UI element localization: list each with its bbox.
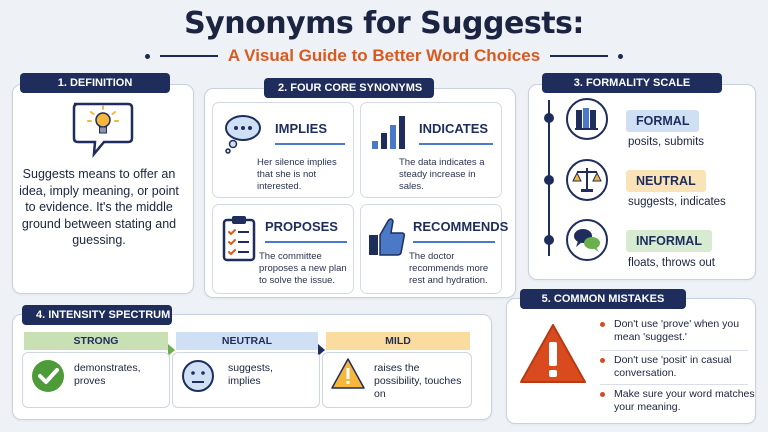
synonym-example: The doctor recommends more rest and hydr… (409, 251, 489, 286)
synonym-word: INDICATES (419, 121, 489, 136)
synonym-example: The data indicates a steady increase in … (399, 157, 485, 192)
mistake-item: Don't use 'posit' in casual conversation… (614, 354, 732, 379)
books-icon (566, 98, 608, 140)
scales-icon (566, 159, 608, 201)
neutral-face-icon (180, 358, 216, 394)
mistake-item: Make sure your word matches your meaning… (614, 388, 755, 413)
intensity-words: demonstrates, proves (74, 362, 141, 387)
synonym-card-implies: IMPLIES Her silence implies that she is … (212, 102, 354, 198)
divider-rule (159, 55, 218, 57)
chat-bubbles-icon (566, 219, 608, 261)
divider-dot (618, 53, 624, 59)
intensity-words: suggests, implies (228, 362, 273, 387)
divider-rule (550, 55, 609, 57)
mistake-bullet (600, 358, 605, 363)
synonym-card-indicates: INDICATES The data indicates a steady in… (360, 102, 502, 198)
formality-tag: 3. FORMALITY SCALE (542, 73, 722, 93)
bar-chart-icon (369, 113, 409, 153)
formality-words: suggests, indicates (628, 196, 726, 208)
mistakes-tag: 5. COMMON MISTAKES (520, 289, 686, 309)
word-underline (413, 241, 495, 243)
intensity-words: raises the possibility, touches on (374, 362, 462, 400)
clipboard-checklist-icon (221, 215, 257, 263)
synonym-word: RECOMMENDS (413, 219, 509, 234)
synonym-card-recommends: RECOMMENDS The doctor recommends more re… (360, 204, 508, 294)
lightbulb-speech-icon (68, 100, 138, 160)
synonym-example: The committee proposes a new plan to sol… (259, 251, 347, 286)
arrow-right-icon (318, 344, 325, 356)
synonym-card-proposes: PROPOSES The committee proposes a new pl… (212, 204, 354, 294)
formality-badge-formal: FORMAL (626, 110, 700, 132)
formality-badge-informal: INFORMAL (626, 230, 712, 252)
intensity-label-strong: STRONG (24, 332, 168, 350)
mistake-divider (600, 350, 748, 351)
subtitle-row: A Visual Guide to Better Word Choices (0, 46, 768, 66)
intensity-label-mild: MILD (326, 332, 470, 350)
mistake-divider (600, 384, 748, 385)
scale-dot (544, 175, 554, 185)
intensity-tag: 4. INTENSITY SPECTRUM (22, 305, 172, 325)
mistake-bullet (600, 322, 605, 327)
definition-text: Suggests means to offer an idea, imply m… (19, 167, 179, 247)
definition-tag: 1. DEFINITION (20, 73, 170, 93)
formality-words: floats, throws out (628, 257, 715, 269)
formality-words: posits, submits (628, 136, 705, 148)
warning-triangle-icon (330, 356, 366, 392)
warning-icon (518, 322, 588, 386)
divider-dot (144, 53, 150, 59)
thought-bubble-icon (221, 111, 265, 155)
formality-badge-neutral: NEUTRAL (626, 170, 706, 192)
arrow-right-icon (168, 344, 175, 356)
word-underline (275, 143, 345, 145)
page-title: Synonyms for Suggests: (184, 6, 584, 41)
scale-dot (544, 113, 554, 123)
word-underline (265, 241, 347, 243)
mistake-item: Don't use 'prove' when you mean 'suggest… (614, 318, 740, 343)
scale-dot (544, 235, 554, 245)
mistake-bullet (600, 392, 605, 397)
thumbs-up-icon (367, 215, 407, 259)
synonym-word: PROPOSES (265, 219, 338, 234)
synonym-word: IMPLIES (275, 121, 328, 136)
page-subtitle: A Visual Guide to Better Word Choices (227, 46, 541, 65)
word-underline (419, 143, 493, 145)
intensity-label-neutral: NEUTRAL (176, 332, 318, 350)
synonyms-tag: 2. FOUR CORE SYNONYMS (264, 78, 434, 98)
check-circle-icon (30, 358, 66, 394)
synonym-example: Her silence implies that she is not inte… (257, 157, 337, 192)
